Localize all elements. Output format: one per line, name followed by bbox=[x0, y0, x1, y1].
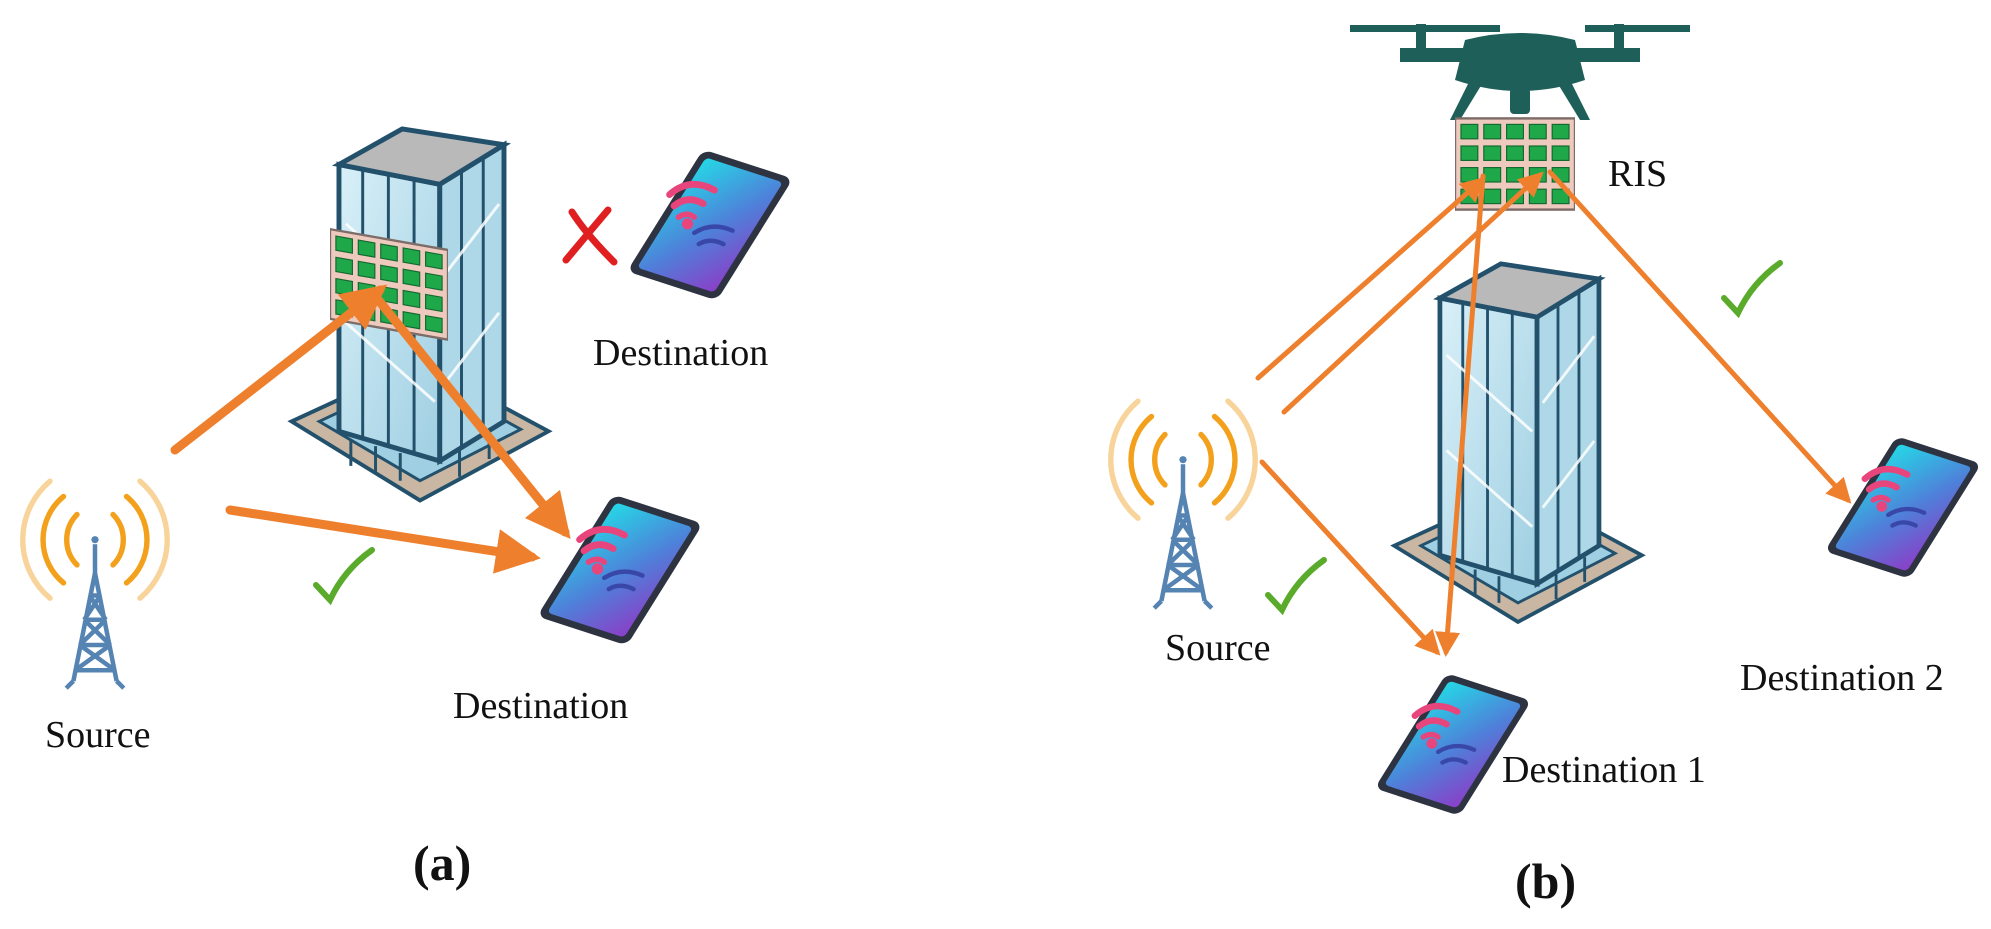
arrow-source-to-ris-1 bbox=[1255, 176, 1486, 381]
arrow-ris-to-destination-1 bbox=[1435, 173, 1486, 657]
arrow-source-to-destination-1 bbox=[1259, 459, 1441, 656]
smartphone-icon bbox=[627, 149, 793, 300]
arrow-source-to-ris bbox=[170, 284, 388, 455]
smartphone-icon bbox=[537, 494, 703, 645]
signal-arrows-b bbox=[1255, 169, 1852, 657]
checkmark-icon bbox=[1721, 260, 1783, 319]
signal-arrows-a bbox=[170, 284, 571, 574]
base-station-tower-icon bbox=[1111, 401, 1255, 608]
destination-2-label: Destination 2 bbox=[1740, 657, 1944, 699]
panel-b-caption: (b) bbox=[1515, 853, 1576, 909]
arrow-source-to-destination bbox=[225, 505, 541, 574]
drone-icon bbox=[1350, 24, 1690, 120]
ris-panel-icon bbox=[330, 227, 448, 342]
building-icon bbox=[1394, 264, 1642, 622]
panel-a: Source Destination Destination (a) bbox=[23, 129, 793, 891]
base-station-tower-icon bbox=[23, 481, 167, 688]
panel-a-caption: (a) bbox=[413, 835, 471, 891]
destination-1-label: Destination 1 bbox=[1502, 749, 1706, 791]
smartphone-icon bbox=[1375, 673, 1532, 816]
smartphone-icon bbox=[1825, 436, 1982, 579]
ris-label: RIS bbox=[1608, 153, 1667, 195]
panel-b: RIS Source Destination 1 Destination 2 (… bbox=[1111, 24, 1982, 909]
checkmark-icon bbox=[1265, 557, 1327, 616]
destination-blocked-label: Destination bbox=[593, 332, 768, 374]
source-label: Source bbox=[1165, 627, 1271, 669]
destination-label: Destination bbox=[453, 685, 628, 727]
arrow-source-to-ris-2 bbox=[1281, 171, 1544, 415]
source-label: Source bbox=[45, 714, 151, 756]
arrow-ris-to-destination bbox=[367, 287, 571, 540]
cross-icon bbox=[562, 206, 618, 266]
arrow-ris-to-destination-2 bbox=[1547, 169, 1852, 504]
checkmark-icon bbox=[313, 547, 375, 606]
